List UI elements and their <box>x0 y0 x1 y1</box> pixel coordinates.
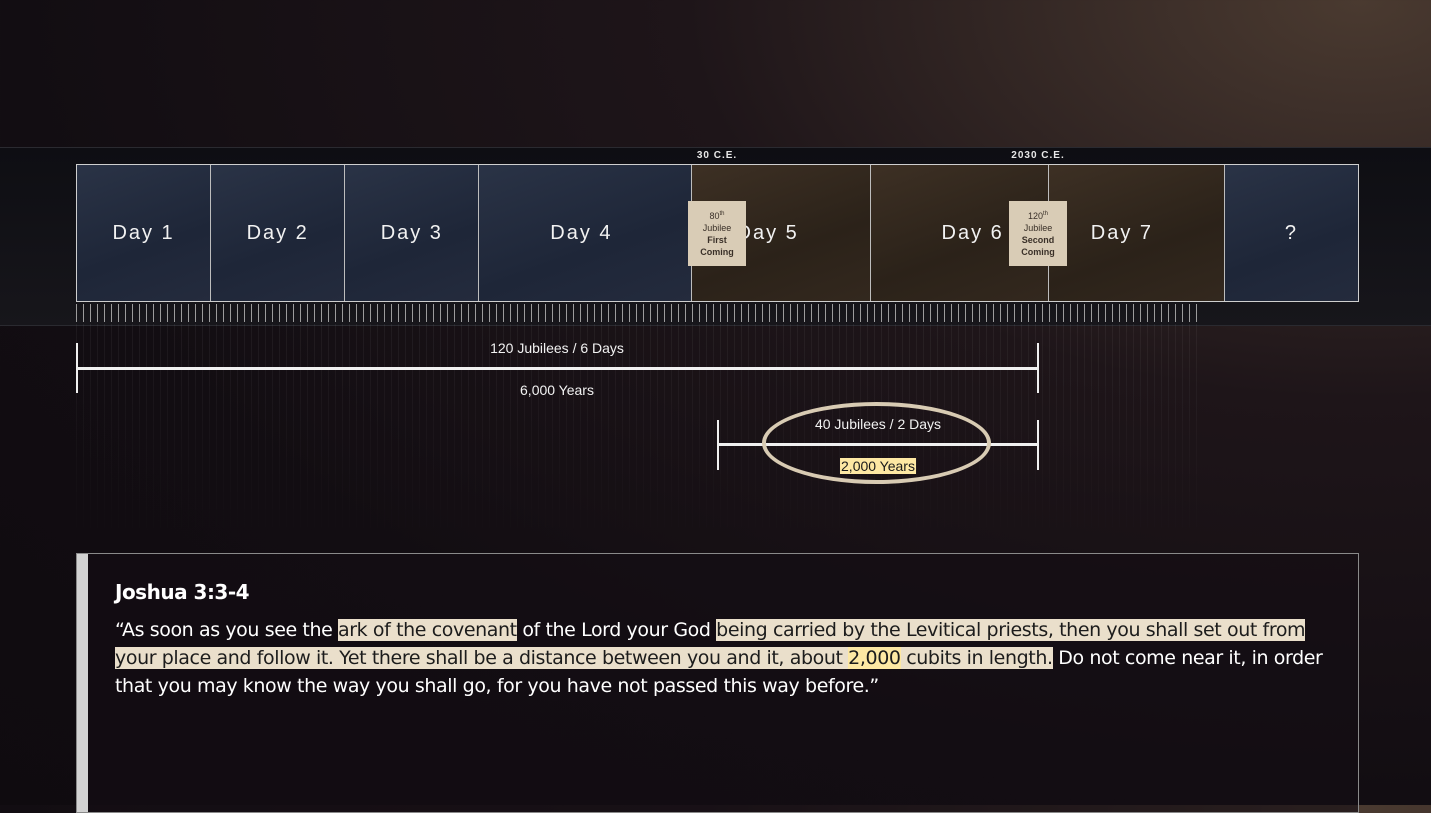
jubilee-suffix: th <box>1043 211 1049 217</box>
quote-segment: Do not come near it, in order that you m… <box>115 647 1323 697</box>
quote-segment: “As soon as you see the <box>115 619 339 641</box>
day-2: Day 2 <box>211 165 346 301</box>
quote-accent-bar <box>77 554 88 812</box>
span-label-6000-years: 6,000 Years <box>520 382 594 398</box>
quote-segment-highlight-number: 2,000 <box>848 647 901 669</box>
jubilee-line2: Coming <box>700 247 734 257</box>
quote-text: “As soon as you see the ark of the coven… <box>115 616 1325 700</box>
jubilee-line1: First <box>707 235 727 245</box>
date-label-2030ce: 2030 C.E. <box>1011 150 1065 161</box>
jubilee-card-80th: 80th Jubilee First Coming <box>688 201 746 266</box>
jubilee-word: Jubilee <box>1023 223 1053 233</box>
days-row: Day 1 Day 2 Day 3 Day 4 Day 5 Day 6 Day … <box>76 164 1359 302</box>
day-7: Day 7 <box>1048 165 1225 301</box>
day-4: Day 4 <box>479 165 692 301</box>
span-label-40-jubilees: 40 Jubilees / 2 Days <box>814 416 942 432</box>
jubilee-line2: Coming <box>1021 247 1055 257</box>
jubilee-card-120th: 120th Jubilee Second Coming <box>1009 201 1067 266</box>
span-cap-right <box>1037 420 1039 470</box>
highlighted-years: 2,000 Years <box>840 458 916 474</box>
span-line-6000 <box>76 367 1039 370</box>
jubilee-word: Jubilee <box>702 223 732 233</box>
jubilee-suffix: th <box>719 211 725 217</box>
quote-reference: Joshua 3:3-4 <box>115 580 250 604</box>
tick-ruler <box>76 304 1198 322</box>
tick-streaks <box>76 324 1198 554</box>
date-label-30ce: 30 C.E. <box>696 150 738 161</box>
day-unknown: ? <box>1224 165 1358 301</box>
quote-segment-highlight: ark of the covenant <box>338 619 517 641</box>
jubilee-number: 120 <box>1027 211 1043 221</box>
day-1: Day 1 <box>77 165 212 301</box>
quote-segment-highlight: cubits in length. <box>900 647 1053 669</box>
span-cap-right <box>1037 343 1039 393</box>
scripture-quote-box: Joshua 3:3-4 “As soon as you see the ark… <box>76 553 1359 813</box>
highlight-ellipse <box>762 402 991 484</box>
jubilee-line1: Second <box>1021 235 1055 245</box>
day-3: Day 3 <box>345 165 480 301</box>
span-label-2000-years: 2,000 Years <box>840 458 916 474</box>
jubilee-number: 80 <box>709 211 720 221</box>
span-label-120-jubilees: 120 Jubilees / 6 Days <box>490 340 624 356</box>
quote-segment: of the Lord your God <box>516 619 717 641</box>
